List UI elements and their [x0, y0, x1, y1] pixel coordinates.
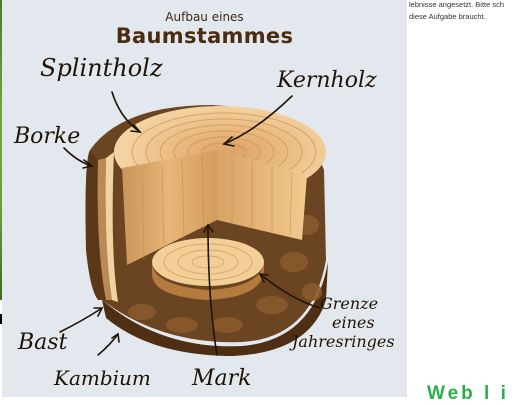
document-line: lebnisse angesetzt. Bitte sch: [409, 0, 504, 11]
document-line: diese Aufgabe braucht.: [409, 11, 504, 23]
illustration-title-small: Aufbau eines: [2, 10, 407, 24]
label-borke: Borke: [14, 124, 80, 149]
label-kernholz: Kernholz: [277, 68, 377, 93]
label-bast: Bast: [18, 330, 67, 355]
label-grenze-line-2: eines: [332, 313, 375, 332]
label-splintholz: Splintholz: [40, 54, 162, 82]
label-grenze-line-3: Jahresringes: [292, 332, 395, 351]
illustration-title: Baumstammes: [2, 24, 407, 48]
background-document-text: lebnisse angesetzt. Bitte sch diese Aufg…: [409, 0, 504, 22]
label-grenze-line-1: Grenze: [320, 294, 378, 313]
label-kambium: Kambium: [54, 366, 151, 390]
background-partial-heading: Web l i: [427, 383, 509, 405]
label-mark: Mark: [192, 366, 252, 391]
tree-trunk-illustration: Aufbau eines Baumstammes Splintholz Kern…: [2, 0, 407, 397]
